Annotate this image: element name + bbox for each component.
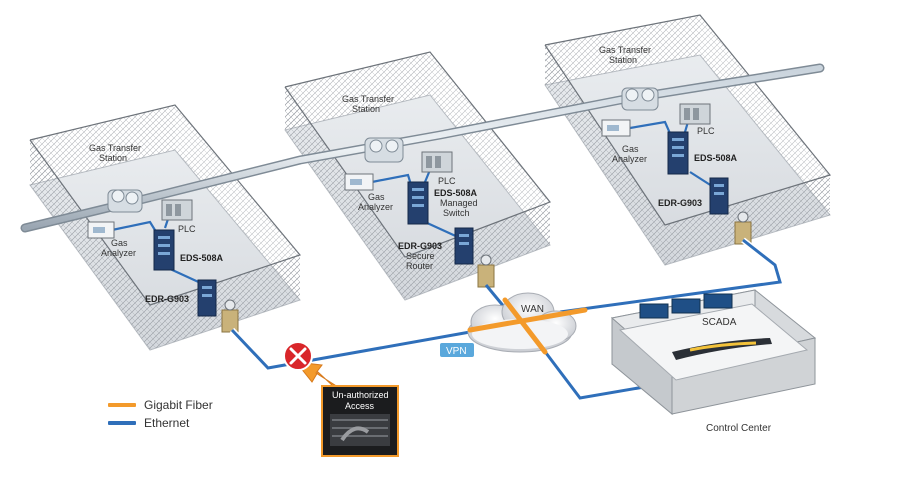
station-3-switch-label: EDS-508A — [694, 153, 738, 163]
edr-g903-router-1 — [197, 279, 217, 317]
blocked-icon — [283, 341, 313, 371]
station-3-router-label: EDR-G903 — [658, 198, 702, 208]
station-2-switch-desc1: Managed — [440, 198, 478, 208]
vpn-label: VPN — [446, 346, 467, 357]
station-3-title-line2: Station — [609, 55, 637, 65]
station-2-title-line2: Station — [352, 104, 380, 114]
scada-label: SCADA — [702, 317, 737, 328]
legend-item-ethernet: Ethernet — [108, 414, 213, 432]
legend-label-fiber: Gigabit Fiber — [144, 398, 213, 412]
station-1-analyzer-line2: Analyzer — [101, 248, 136, 258]
station-3-analyzer-line1: Gas — [622, 144, 639, 154]
gas-pipeline — [20, 63, 825, 233]
plc-3 — [679, 103, 711, 125]
station-3-analyzer-line2: Analyzer — [612, 154, 647, 164]
edr-g903-router-3 — [709, 177, 729, 215]
eds-508a-switch-1 — [153, 229, 175, 271]
station-2-analyzer-line1: Gas — [368, 192, 385, 202]
station-3-labels: Gas Transfer Station Gas Analyzer PLC ED… — [599, 45, 738, 208]
fiber-connector-3 — [734, 211, 752, 245]
eds-508a-switch-2 — [407, 181, 429, 225]
station-2-analyzer-line2: Analyzer — [358, 202, 393, 212]
legend-label-ethernet: Ethernet — [144, 416, 190, 430]
station-devices-3 — [601, 103, 752, 245]
gas-analyzer-2 — [344, 173, 374, 191]
plc-2 — [421, 151, 453, 173]
station-2-switch-desc2: Switch — [443, 208, 470, 218]
station-2-router-desc2: Router — [406, 261, 433, 271]
station-3-title-line1: Gas Transfer — [599, 45, 651, 55]
pipe-valve-1 — [107, 189, 143, 213]
legend-swatch-ethernet — [108, 421, 136, 425]
ethernet-link-station1-wan — [229, 327, 471, 372]
unauthorized-line1: Un-authorized — [332, 390, 389, 400]
hacker-keyboard-panel — [321, 385, 399, 457]
station-1-router-label: EDR-G903 — [145, 294, 189, 304]
unauthorized-line2: Access — [345, 401, 375, 411]
edr-g903-router-2 — [454, 227, 474, 265]
gas-analyzer-1 — [87, 221, 115, 239]
ethernet-link-s2-router — [424, 220, 461, 240]
vpn-tag: VPN — [440, 343, 474, 357]
operator-desk — [672, 338, 772, 360]
legend-item-gigabit-fiber: Gigabit Fiber — [108, 396, 213, 414]
legend: Gigabit Fiber Ethernet — [108, 396, 213, 432]
station-2-switch-label: EDS-508A — [434, 188, 478, 198]
station-1-analyzer-line1: Gas — [111, 238, 128, 248]
wan-label: WAN — [521, 304, 544, 315]
wan-ethernet-links — [229, 237, 784, 402]
control-center-room: SCADA Control Center — [610, 289, 817, 434]
fiber-connector-1 — [221, 299, 239, 333]
station-2-plc-label: PLC — [438, 176, 456, 186]
station-devices-1 — [87, 199, 239, 333]
station-2-title-line1: Gas Transfer — [342, 94, 394, 104]
pipe-valve-3 — [621, 87, 659, 111]
station-1-title-line2: Station — [99, 153, 127, 163]
legend-swatch-fiber — [108, 403, 136, 407]
eds-508a-switch-3 — [667, 131, 689, 175]
control-center-label: Control Center — [706, 423, 772, 434]
plc-1 — [161, 199, 193, 221]
gigabit-fiber-links — [467, 297, 588, 355]
station-2-labels: Gas Transfer Station Gas Analyzer PLC ED… — [342, 94, 478, 271]
station-3-plc-label: PLC — [697, 126, 715, 136]
station-1-labels: Gas Transfer Station Gas Analyzer PLC ED… — [89, 143, 224, 304]
station-2-router-desc1: Secure — [406, 251, 435, 261]
station-1-title-line1: Gas Transfer — [89, 143, 141, 153]
unauthorized-access: Un-authorized Access — [283, 341, 399, 457]
station-2-router-label: EDR-G903 — [398, 241, 442, 251]
fiber-connector-2 — [477, 254, 495, 288]
scada-screens — [639, 293, 733, 319]
pipe-valve-2 — [364, 137, 404, 163]
station-devices-2 — [344, 151, 495, 288]
gas-analyzer-3 — [601, 119, 631, 137]
station-1-plc-label: PLC — [178, 224, 196, 234]
station-1-switch-label: EDS-508A — [180, 253, 224, 263]
ethernet-link-station2-wan — [484, 284, 507, 309]
